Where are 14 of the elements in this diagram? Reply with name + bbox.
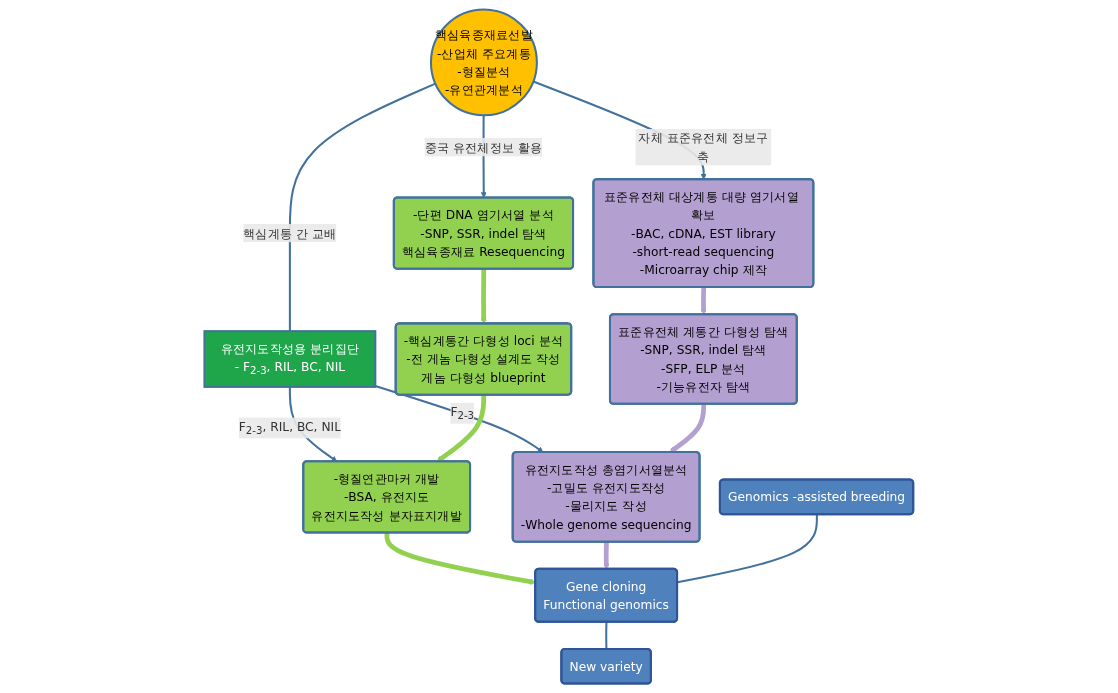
arrow xyxy=(436,394,487,462)
connector xyxy=(289,82,436,332)
arrow xyxy=(384,532,536,585)
arrow xyxy=(669,404,707,453)
arrow xyxy=(375,384,544,453)
edge-label: 중국 유전체정보 활용 xyxy=(424,140,543,155)
arrow xyxy=(700,287,707,315)
connector xyxy=(677,514,819,584)
edge-label: 핵심계통 간 교배 xyxy=(243,225,337,241)
edge-label: 자체 표준유전체 정보구축 xyxy=(638,130,769,164)
arrow xyxy=(480,269,487,324)
edge-label: F$_{2-3}$, RIL, BC, NIL xyxy=(238,419,342,437)
edge-label: F$_{2-3}$ xyxy=(450,404,475,423)
node-box: 유전지도작성용 분리집단 - F$_{2-3}$, RIL, BC, NIL xyxy=(203,330,377,388)
